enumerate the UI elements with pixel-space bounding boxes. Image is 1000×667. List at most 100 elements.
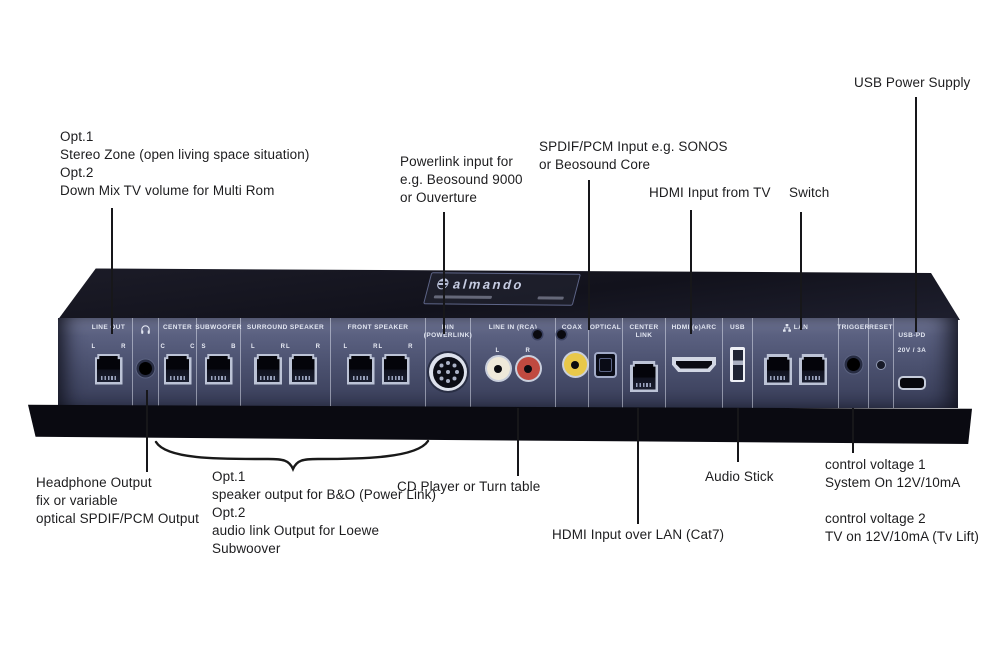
port-mark: L — [251, 343, 255, 350]
leader-line — [690, 210, 692, 334]
screw — [557, 330, 566, 339]
section-label: DIN (POWERLINK) — [423, 324, 473, 339]
leader-line — [517, 408, 519, 476]
rj45-port — [289, 353, 317, 385]
note-usb-power-supply: USB Power Supply — [854, 75, 971, 90]
usb-a-port — [730, 347, 745, 382]
port-mark: R — [315, 343, 320, 350]
leader-line — [800, 212, 802, 330]
coax-port — [563, 353, 587, 376]
device-base — [28, 404, 972, 444]
port-mark: C — [160, 343, 165, 350]
leader-line — [111, 208, 113, 334]
section-coax: COAX — [555, 318, 588, 408]
section-center-link: CENTER LINK — [622, 318, 665, 408]
section-label: CENTER — [162, 324, 193, 331]
port-mark: L — [91, 343, 96, 350]
section-usb: USB — [722, 318, 752, 408]
port-mark: L — [495, 348, 500, 354]
section-label: LINE IN (RCA) — [488, 324, 538, 331]
section-label: TRIGGER — [837, 324, 870, 331]
rj45-port — [630, 361, 658, 392]
leader-line — [588, 180, 590, 330]
rj45-port — [764, 354, 792, 385]
port-mark: L — [286, 343, 290, 350]
section-line-in-rca: LINE IN (RCA) L R — [470, 318, 555, 408]
section-subwoofer: SUBWOOFER S B — [195, 318, 242, 408]
port-mark: R — [408, 343, 413, 350]
note-hdmi-input-from-tv: HDMI Input from TV — [649, 185, 771, 200]
port-mark: B — [231, 343, 236, 350]
note-audio-stick: Audio Stick — [705, 469, 774, 484]
section-label: SUBWOOFER — [195, 324, 242, 331]
section-center: CENTER C C — [158, 318, 196, 408]
port-mark: L — [343, 343, 348, 350]
section-label: HDMI (e)ARC — [671, 324, 717, 331]
section-line-out: LINE OUT L R — [85, 318, 132, 408]
leader-line — [443, 212, 445, 334]
headphone-jack — [139, 361, 152, 375]
port-mark: R — [280, 343, 285, 350]
hdmi-port — [672, 357, 716, 372]
leader-line — [915, 97, 917, 332]
rj45-port — [163, 353, 192, 385]
section-surround-speaker: SURROUND SPEAKER L R L R — [240, 318, 330, 408]
usb-c-port — [898, 375, 926, 390]
reset-hole — [876, 359, 886, 370]
din-powerlink-port — [429, 353, 467, 391]
section-label: RESET — [869, 324, 893, 331]
note-control-voltage-1: control voltage 1 System On 12V/10mA — [825, 457, 961, 490]
rca-left-port — [486, 357, 510, 380]
lan-network-icon — [782, 324, 791, 332]
leader-line — [737, 408, 739, 462]
rj45-port — [799, 354, 827, 385]
section-optical: OPTICAL — [588, 318, 622, 408]
device-top-face: almando — [57, 268, 960, 320]
trigger-jack — [847, 358, 860, 371]
section-reset: RESET — [868, 318, 893, 408]
note-switch: Switch — [789, 185, 830, 200]
plate-subtext-bar — [537, 296, 565, 300]
rj45-port — [381, 353, 410, 385]
section-label: OPTICAL — [589, 324, 622, 331]
section-label: COAX — [561, 324, 583, 331]
port-mark: R — [373, 343, 378, 350]
brand-name: almando — [451, 276, 527, 293]
section-label: FRONT SPEAKER — [347, 324, 409, 331]
leader-line — [852, 408, 854, 453]
section-hdmi-earc: HDMI (e)ARC — [665, 318, 722, 408]
headphone-icon — [140, 324, 151, 335]
section-label: USB — [730, 324, 745, 331]
note-spdif-pcm-input: SPDIF/PCM Input e.g. SONOS or Beosound C… — [539, 139, 728, 172]
section-label: USB-PD — [898, 331, 926, 339]
section-label: CENTER LINK — [629, 324, 659, 339]
brand-plate: almando — [423, 272, 581, 306]
section-label: SURROUND SPEAKER — [246, 324, 325, 331]
section-trigger: TRIGGER — [837, 318, 870, 408]
rj45-port — [204, 353, 233, 385]
optical-toslink-port — [594, 351, 617, 378]
note-powerlink-input: Powerlink input for e.g. Beosound 9000 o… — [400, 154, 523, 205]
port-mark: S — [201, 343, 206, 350]
section-usb-pd: USB-PD 20V / 3A — [893, 318, 930, 408]
section-label: LINE OUT — [91, 324, 126, 331]
rj45-port — [346, 353, 375, 385]
leader-line — [637, 408, 639, 524]
note-hdmi-over-lan: HDMI Input over LAN (Cat7) — [552, 527, 725, 542]
brace — [154, 439, 430, 472]
section-label-line2: 20V / 3A — [897, 346, 927, 354]
note-headphone-output: Headphone Output fix or variable optical… — [36, 475, 199, 526]
note-control-voltage-2: control voltage 2 TV on 12V/10mA (Tv Lif… — [825, 511, 979, 544]
rj45-port — [254, 353, 282, 385]
note-stereo-zone-options: Opt.1 Stereo Zone (open living space sit… — [60, 129, 310, 198]
note-speaker-output-options: Opt.1 speaker output for B&O (Power Link… — [212, 469, 437, 556]
device-rear-panel: LINE OUT L R CENTER C C — [58, 318, 958, 408]
port-mark: C — [190, 343, 195, 350]
port-mark: R — [525, 348, 530, 354]
section-lan: LAN — [752, 318, 838, 408]
port-mark: R — [121, 343, 126, 350]
section-front-speaker: FRONT SPEAKER L R L R — [330, 318, 425, 408]
section-headphone — [132, 318, 158, 408]
screw — [533, 330, 542, 339]
